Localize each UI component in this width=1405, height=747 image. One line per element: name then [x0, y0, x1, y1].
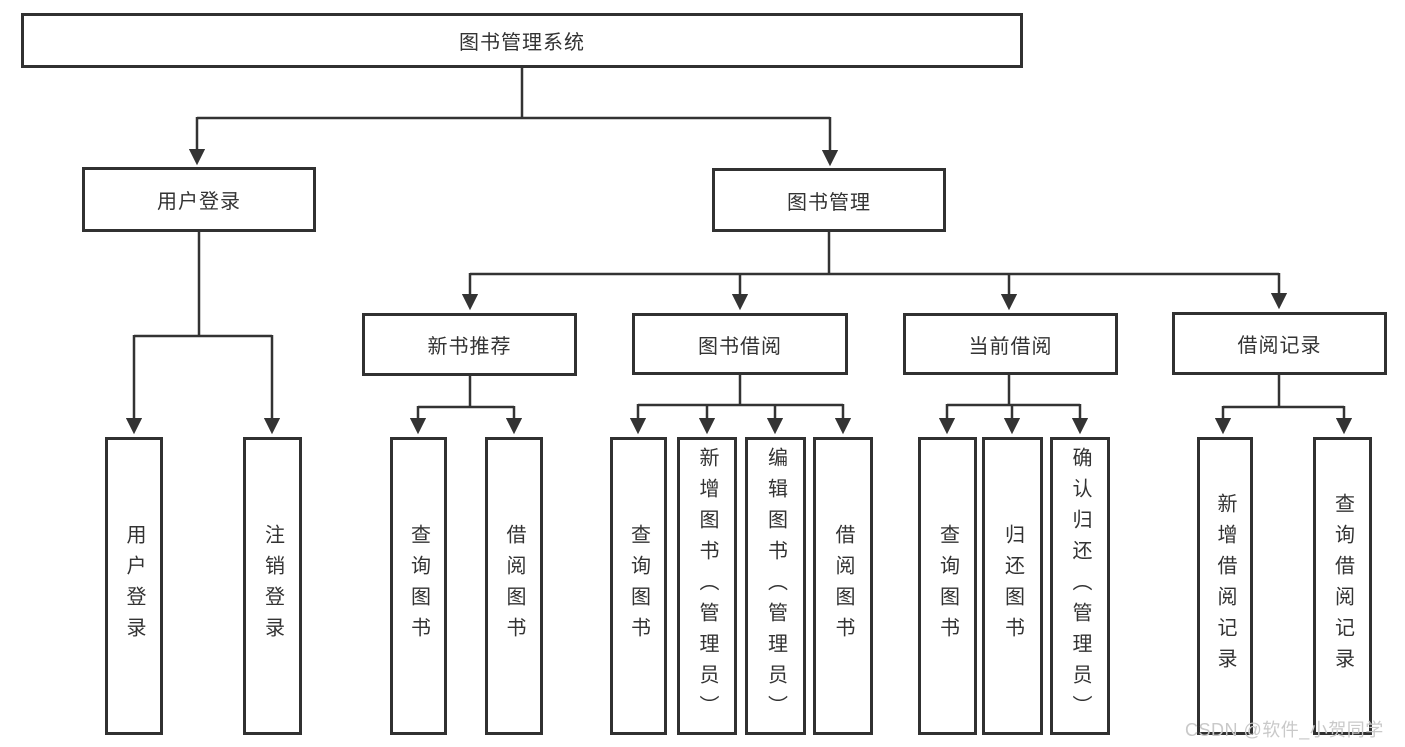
leaf-current-confirm-return-admin: 确认归还（管理员）: [1050, 437, 1110, 735]
node-new-book-recommend: 新书推荐: [362, 313, 577, 376]
leaf-recommend-borrow-books: 借阅图书: [485, 437, 543, 735]
node-user-login-module: 用户登录: [82, 167, 316, 232]
leaf-borrow-add-books-admin-label: 新增图书（管理员）: [696, 446, 718, 726]
watermark-text: CSDN @软件_小贺同学: [1185, 720, 1384, 740]
leaf-borrow-add-books-admin: 新增图书（管理员）: [677, 437, 737, 735]
node-library-system: 图书管理系统: [21, 13, 1023, 68]
leaf-records-query-record-label: 查询借阅记录: [1331, 493, 1354, 679]
leaf-current-confirm-return-admin-label: 确认归还（管理员）: [1069, 446, 1091, 726]
leaf-recommend-query-books-label: 查询图书: [407, 524, 430, 648]
leaf-user-login-label: 用户登录: [123, 524, 145, 648]
leaf-records-add-record: 新增借阅记录: [1197, 437, 1253, 735]
leaf-borrow-query-books: 查询图书: [610, 437, 667, 735]
leaf-current-return-books: 归还图书: [982, 437, 1043, 735]
leaf-recommend-borrow-books-label: 借阅图书: [503, 524, 525, 648]
leaf-user-login: 用户登录: [105, 437, 163, 735]
node-book-borrow: 图书借阅: [632, 313, 848, 375]
node-current-borrow: 当前借阅: [903, 313, 1118, 375]
leaf-logout: 注销登录: [243, 437, 302, 735]
leaf-records-add-record-label: 新增借阅记录: [1214, 493, 1236, 679]
leaf-records-query-record: 查询借阅记录: [1313, 437, 1372, 735]
leaf-current-return-books-label: 归还图书: [1001, 524, 1024, 648]
leaf-current-query-books: 查询图书: [918, 437, 977, 735]
node-book-management: 图书管理: [712, 168, 946, 232]
leaf-current-query-books-label: 查询图书: [936, 524, 959, 648]
node-borrow-records: 借阅记录: [1172, 312, 1387, 375]
leaf-borrow-query-books-label: 查询图书: [627, 524, 650, 648]
leaf-borrow-edit-books-admin-label: 编辑图书（管理员）: [764, 446, 787, 726]
leaf-borrow-edit-books-admin: 编辑图书（管理员）: [745, 437, 806, 735]
leaf-borrow-borrow-books: 借阅图书: [813, 437, 873, 735]
leaf-borrow-borrow-books-label: 借阅图书: [832, 524, 854, 648]
leaf-recommend-query-books: 查询图书: [390, 437, 447, 735]
leaf-logout-label: 注销登录: [261, 524, 284, 648]
